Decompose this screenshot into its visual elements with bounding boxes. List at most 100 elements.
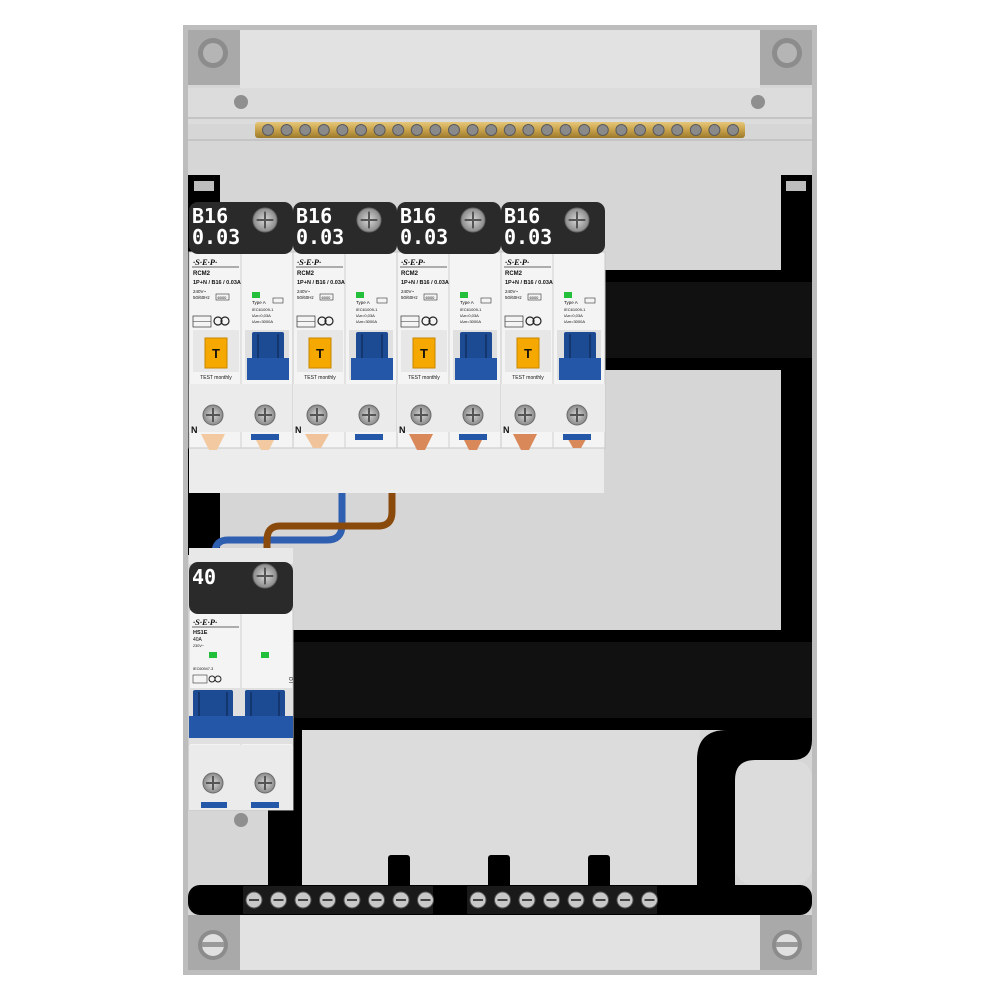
neutral-busbar	[255, 122, 745, 138]
rcbo-voltage: 240V~	[401, 289, 415, 294]
rcbo-spec: 1P+N / B16 / 0.03A	[193, 280, 241, 286]
terminal-screw-icon	[592, 891, 609, 909]
rcbo-indicator-green	[252, 292, 260, 298]
rcbo-test-button[interactable]: T	[401, 330, 447, 372]
rcbo-toggle[interactable]	[245, 330, 289, 380]
main-switch-blue-clip	[251, 802, 279, 808]
toggle-base	[455, 358, 497, 380]
test-button-glyph: T	[524, 346, 532, 361]
busbar-screw	[466, 124, 479, 136]
busbar-screw	[448, 124, 460, 136]
toggle-lever	[252, 332, 284, 360]
ce-mark-icon	[428, 316, 438, 326]
rcbo-brand-logo: ·S·E·P·	[193, 257, 217, 267]
main-switch-indicator	[209, 652, 217, 658]
busbar-screws	[262, 124, 739, 136]
terminal-blue-clip	[459, 434, 487, 440]
rcbo-frequency: 50/60Hz	[193, 295, 211, 300]
left-rail-tab	[194, 181, 214, 191]
ce-mark-icon	[421, 316, 431, 326]
terminal-area	[397, 384, 501, 432]
screw-icon	[252, 207, 278, 233]
toggle-lever	[564, 332, 596, 360]
ce-mark-icon	[532, 316, 542, 326]
terminal-screw-icon	[294, 891, 312, 909]
main-toggle-lever	[245, 690, 285, 718]
rcbo-voltage: 240V~	[193, 289, 207, 294]
rcbo-sensitivity-label: 0.03	[400, 225, 448, 249]
right-rail-tab	[786, 181, 806, 191]
terminal-screw-icon	[392, 891, 410, 909]
screw-icon	[462, 404, 484, 426]
busbar-screw	[708, 124, 721, 136]
terminal-screw-icon	[319, 891, 336, 909]
mount-hole	[234, 95, 248, 109]
test-button-body	[204, 337, 228, 369]
rcbo-icn: IΔm=3000A	[356, 319, 377, 324]
rcbo-toggle[interactable]	[453, 330, 497, 380]
toggle-base	[351, 358, 393, 380]
terminal-screw-icon	[417, 891, 434, 909]
rcbo-test-button[interactable]: T	[193, 330, 239, 372]
bottom-cover-strip	[240, 912, 760, 970]
rcbo-voltage: 240V~	[505, 289, 519, 294]
busbar-screw	[392, 124, 405, 136]
rcbo-frequency: 50/60Hz	[297, 295, 315, 300]
screw-icon	[202, 772, 224, 794]
main-switch-toggle[interactable]	[189, 688, 293, 744]
busbar-screw	[689, 124, 702, 136]
rcbo-frequency: 50/60Hz	[505, 295, 523, 300]
rcbo-rating-box	[215, 293, 230, 301]
busbar-screw	[615, 124, 628, 136]
rcbo-icn: IΔm=3000A	[252, 319, 273, 324]
rcbo-test-label: TEST monthly	[512, 375, 544, 381]
toggle-base	[247, 358, 289, 380]
screw-icon	[252, 563, 278, 589]
rcbo-toggle[interactable]	[557, 330, 601, 380]
earth-terminal-screws	[243, 886, 658, 914]
rcbo-test-button[interactable]: T	[505, 330, 551, 372]
enclosure	[183, 25, 817, 975]
rcbo-neutral-marker: N	[295, 425, 302, 435]
rcbo-frequency: 50/60Hz	[401, 295, 419, 300]
terminal-screw-icon	[641, 891, 658, 909]
rcbo-test-button[interactable]: T	[297, 330, 343, 372]
terminal-screw-icon	[494, 891, 511, 909]
test-button-glyph: T	[212, 346, 220, 361]
rcbo-indicator-green	[460, 292, 468, 298]
rcbo-small-box	[480, 297, 492, 304]
rcbo-idn: IΔn=0,03A	[356, 313, 375, 318]
terminal-screw-icon	[616, 891, 634, 909]
mount-hole	[751, 95, 765, 109]
screw-icon	[202, 404, 224, 426]
rcbo-toggle[interactable]	[349, 330, 393, 380]
rcbo-rating-box-text: 6000	[530, 295, 540, 300]
main-toggle-lever	[193, 690, 233, 718]
rcbo-neutral-marker: N	[191, 425, 198, 435]
busbar-screw	[299, 124, 312, 136]
rcbo-rating-box-text: 6000	[218, 295, 228, 300]
rcbo-test-label: TEST monthly	[408, 375, 440, 381]
rcbo-model: RCM2	[297, 271, 315, 277]
main-switch-blue-clip	[201, 802, 227, 808]
mount-hole	[234, 813, 248, 827]
rcbo-rating-box	[527, 293, 542, 301]
ce-mark-icon	[220, 316, 230, 326]
terminal-ferrule	[305, 434, 329, 448]
busbar-screw	[578, 124, 591, 136]
busbar-screw	[596, 124, 609, 136]
busbar-screw	[652, 124, 665, 136]
test-button-body	[308, 337, 332, 369]
busbar-screw	[317, 124, 330, 136]
main-switch-top	[189, 548, 293, 564]
main-toggle-base	[189, 716, 293, 738]
ce-mark-icon	[525, 316, 535, 326]
right-rail	[781, 175, 812, 640]
main-switch-sub: 230V~	[193, 644, 205, 648]
